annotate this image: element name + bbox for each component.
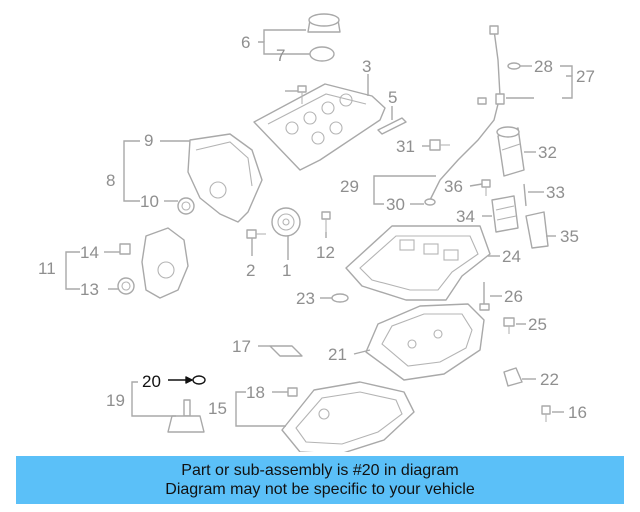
callout-9[interactable]: 9 bbox=[144, 131, 153, 150]
callout-8[interactable]: 8 bbox=[106, 171, 115, 190]
info-banner: Part or sub-assembly is #20 in diagram D… bbox=[16, 456, 624, 504]
dipstick-o-ring-part bbox=[507, 62, 521, 70]
callout-32[interactable]: 32 bbox=[538, 143, 557, 162]
callout-13[interactable]: 13 bbox=[80, 280, 99, 299]
callout-11[interactable]: 11 bbox=[38, 259, 56, 278]
bolt-12-part bbox=[321, 211, 331, 232]
bolt-36-part bbox=[481, 179, 491, 196]
crankshaft-pulley-part bbox=[271, 207, 301, 237]
bolt-25-part bbox=[503, 317, 515, 334]
valve-cover-part bbox=[253, 83, 386, 171]
callout-36[interactable]: 36 bbox=[444, 177, 463, 196]
callout-34[interactable]: 34 bbox=[456, 207, 475, 226]
o-ring-20-part bbox=[192, 375, 206, 385]
leader-lines bbox=[65, 29, 573, 427]
callout-19[interactable]: 19 bbox=[106, 391, 125, 410]
dipstick-part bbox=[429, 25, 505, 201]
timing-cover-part bbox=[187, 133, 263, 223]
pin-17-part bbox=[269, 345, 303, 357]
callout-5[interactable]: 5 bbox=[388, 88, 397, 107]
timing-cover-seal-part bbox=[177, 197, 195, 215]
callout-31[interactable]: 31 bbox=[396, 137, 415, 156]
bolt-26-part bbox=[479, 282, 490, 311]
callout-3[interactable]: 3 bbox=[362, 57, 371, 76]
oil-cooler-part bbox=[491, 195, 519, 233]
pulley-bolt-part bbox=[246, 229, 266, 239]
callout-7[interactable]: 7 bbox=[276, 46, 285, 65]
callout-21[interactable]: 21 bbox=[328, 345, 347, 364]
callout-25[interactable]: 25 bbox=[528, 315, 547, 334]
baffle-plate-part bbox=[365, 303, 485, 381]
sensor-31-part bbox=[429, 139, 450, 151]
banner-line-disclaimer: Diagram may not be specific to your vehi… bbox=[165, 481, 475, 498]
callout-26[interactable]: 26 bbox=[504, 287, 523, 306]
o-ring-23-part bbox=[331, 293, 349, 303]
dipstick-seal-30-part bbox=[424, 198, 436, 206]
oil-filler-cap-part bbox=[307, 13, 341, 33]
callout-28[interactable]: 28 bbox=[534, 57, 553, 76]
sensor-22-part bbox=[503, 367, 523, 387]
callout-6[interactable]: 6 bbox=[241, 33, 250, 52]
valve-cover-bolt-part bbox=[297, 85, 307, 104]
cooler-gasket-part bbox=[525, 211, 549, 249]
plug-18-part bbox=[287, 387, 298, 397]
callout-labels: 6 7 3 5 9 8 10 14 11 13 2 1 12 28 27 31 … bbox=[38, 33, 595, 422]
callout-33[interactable]: 33 bbox=[546, 183, 565, 202]
lower-timing-cover-part bbox=[141, 227, 189, 299]
drain-plug-16-part bbox=[541, 405, 551, 422]
oil-level-sensor-part bbox=[167, 399, 205, 433]
callout-18[interactable]: 18 bbox=[246, 383, 265, 402]
callout-15[interactable]: 15 bbox=[208, 399, 227, 418]
stud-33-part bbox=[523, 183, 527, 207]
lower-oil-pan-part bbox=[281, 381, 415, 452]
cover-bolt-14-part bbox=[119, 243, 131, 255]
upper-oil-pan-part bbox=[345, 225, 491, 301]
callout-29[interactable]: 29 bbox=[340, 177, 359, 196]
callout-17[interactable]: 17 bbox=[232, 337, 251, 356]
callout-23[interactable]: 23 bbox=[296, 289, 315, 308]
callout-24[interactable]: 24 bbox=[502, 247, 521, 266]
callout-2[interactable]: 2 bbox=[246, 261, 255, 280]
callout-14[interactable]: 14 bbox=[80, 243, 99, 262]
parts-diagram: 6 7 3 5 9 8 10 14 11 13 2 1 12 28 27 31 … bbox=[38, 13, 595, 452]
callout-30[interactable]: 30 bbox=[386, 195, 405, 214]
callout-10[interactable]: 10 bbox=[140, 192, 159, 211]
cover-seal-13-part bbox=[117, 277, 135, 295]
callout-20[interactable]: 20 bbox=[142, 372, 161, 391]
callout-16[interactable]: 16 bbox=[568, 403, 587, 422]
callout-27[interactable]: 27 bbox=[576, 67, 595, 86]
valve-cover-gasket-part bbox=[377, 117, 407, 135]
callout-22[interactable]: 22 bbox=[540, 370, 559, 389]
oil-filter-housing-part bbox=[496, 126, 525, 177]
callout-12[interactable]: 12 bbox=[316, 243, 335, 262]
cap-seal-part bbox=[309, 46, 335, 62]
dipstick-tube-clip-part bbox=[477, 97, 487, 105]
callout-1[interactable]: 1 bbox=[282, 261, 291, 280]
banner-line-part-number: Part or sub-assembly is #20 in diagram bbox=[181, 462, 459, 479]
callout-35[interactable]: 35 bbox=[560, 227, 579, 246]
